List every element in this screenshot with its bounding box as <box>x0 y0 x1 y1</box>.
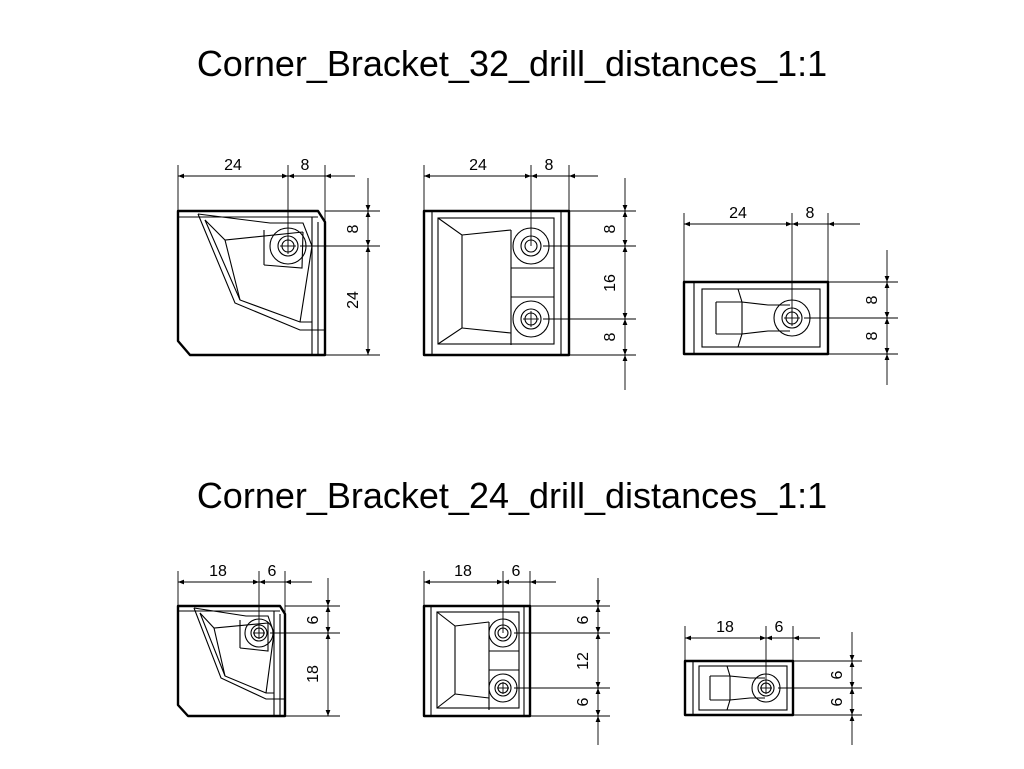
dim-label: 6 <box>775 619 784 636</box>
dim-label: 8 <box>602 332 619 341</box>
bracket32-front-dims: 24 8 8 16 8 <box>423 157 636 390</box>
bracket24-end-view <box>683 659 795 717</box>
dim-label: 8 <box>864 331 881 340</box>
dim-label: 8 <box>345 224 362 233</box>
bracket24-end-dims: 18 6 6 6 <box>684 619 862 745</box>
dim-label: 24 <box>224 157 242 174</box>
dim-label: 18 <box>305 665 322 683</box>
bracket32-side-dims: 24 8 8 24 <box>177 157 380 356</box>
dim-label: 8 <box>301 157 310 174</box>
bracket32-side-view <box>176 209 327 357</box>
dim-label: 6 <box>829 697 846 706</box>
bracket24-side-view <box>176 604 287 718</box>
dim-label: 6 <box>512 563 521 580</box>
dim-label: 6 <box>575 615 592 624</box>
bracket24-front-view <box>422 604 532 718</box>
bracket32-end-dims: 24 8 8 8 <box>683 205 898 385</box>
dim-label: 24 <box>345 291 362 309</box>
dim-label: 12 <box>575 652 592 670</box>
dim-label: 6 <box>305 615 322 624</box>
dim-label: 18 <box>209 563 227 580</box>
dim-label: 6 <box>268 563 277 580</box>
dim-label: 8 <box>545 157 554 174</box>
title-bracket-32: Corner_Bracket_32_drill_distances_1:1 <box>197 43 827 84</box>
dim-label: 18 <box>454 563 472 580</box>
dim-label: 24 <box>469 157 487 174</box>
bracket32-front-view <box>422 209 571 357</box>
dim-label: 24 <box>729 205 747 222</box>
dim-label: 6 <box>575 697 592 706</box>
dim-label: 8 <box>806 205 815 222</box>
dim-label: 8 <box>602 224 619 233</box>
dim-label: 16 <box>602 274 619 292</box>
title-bracket-24: Corner_Bracket_24_drill_distances_1:1 <box>197 475 827 516</box>
dim-label: 8 <box>864 295 881 304</box>
dim-label: 18 <box>716 619 734 636</box>
bracket24-side-dims: 18 6 6 18 <box>177 563 340 717</box>
bracket24-front-dims: 18 6 6 12 6 <box>423 563 610 745</box>
dim-label: 6 <box>829 670 846 679</box>
